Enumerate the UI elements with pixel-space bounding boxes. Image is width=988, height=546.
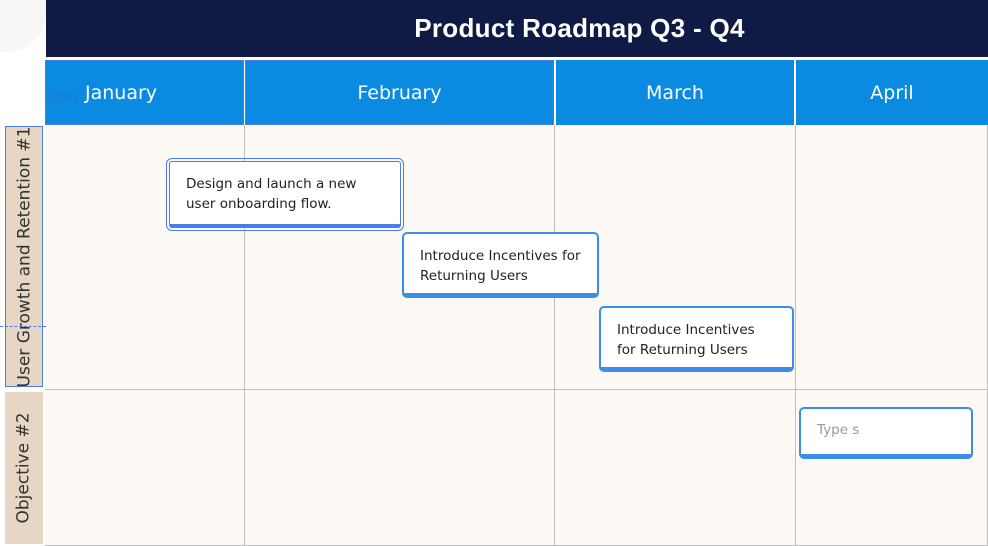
month-label-january: January — [85, 81, 158, 104]
month-label-april: April — [870, 81, 914, 104]
canvas-corner — [0, 0, 46, 52]
row-label-objective-2[interactable]: Objective #2 — [5, 392, 43, 544]
month-label-march: March — [646, 81, 704, 104]
card-text: Introduce Incentives for Returning Users — [617, 322, 755, 358]
roadmap-card-onboarding[interactable]: Design and launch a new user onboarding … — [166, 158, 404, 231]
card-text: Design and launch a new user onboarding … — [186, 176, 357, 212]
roadmap-card-incentives-mar[interactable]: Introduce Incentives for Returning Users — [599, 306, 794, 372]
row-label-objective-1-text: User Growth and Retention #1 — [14, 126, 35, 387]
grid-cell-r2-jan[interactable] — [45, 390, 245, 546]
card-text: Introduce Incentives for Returning Users — [420, 248, 581, 284]
roadmap-title-bar[interactable]: Product Roadmap Q3 - Q4 — [46, 0, 988, 57]
page-title: Product Roadmap Q3 - Q4 — [414, 13, 745, 43]
month-header-january[interactable]: January — [45, 60, 244, 125]
month-header-april[interactable]: April — [796, 60, 988, 125]
roadmap-card-incentives-feb[interactable]: Introduce Incentives for Returning Users — [402, 232, 599, 298]
row-label-objective-2-text: Objective #2 — [14, 412, 35, 524]
month-label-february: February — [357, 81, 442, 104]
alignment-guide — [0, 326, 46, 327]
card-input-text: Type s — [817, 422, 860, 438]
new-item-hint: New — [48, 89, 79, 106]
month-header-february[interactable]: February — [245, 60, 554, 125]
row-label-objective-1[interactable]: User Growth and Retention #1 — [5, 126, 43, 387]
grid-cell-r2-mar[interactable] — [555, 390, 796, 546]
grid-cell-r1-apr[interactable] — [796, 125, 988, 390]
roadmap-card-editing-input[interactable]: Type s — [799, 407, 973, 459]
month-header-march[interactable]: March — [556, 60, 794, 125]
grid-cell-r2-feb[interactable] — [245, 390, 555, 546]
